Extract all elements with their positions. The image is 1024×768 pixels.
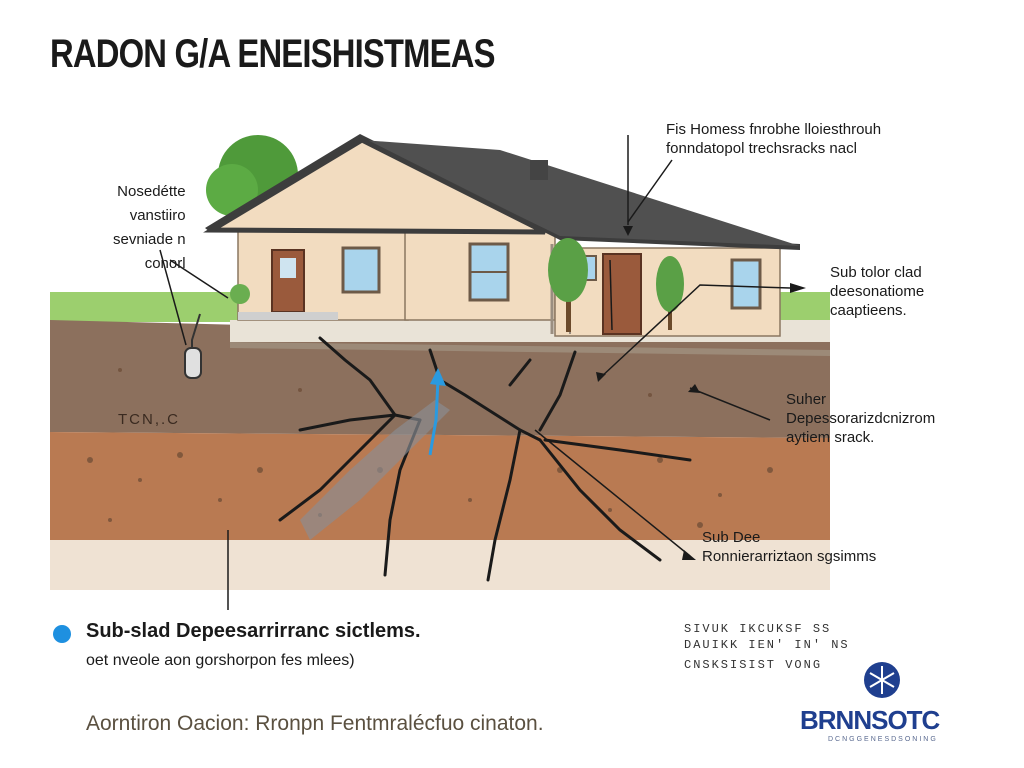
porch-step — [238, 312, 338, 320]
label-slab: Sub tolor clad deesonatiome caaptieens. — [830, 264, 925, 319]
legend-subtitle: oet nveole aon gorshorpon fes mlees) — [86, 652, 355, 669]
label-soil-layer: TCN,.C — [118, 411, 180, 428]
label-entry-points: Fis Homess fnrobhe lloiesthrouh fonndato… — [666, 121, 882, 157]
caption: Aorntiron Oacion: Rronpn Fentmralécfuo c… — [86, 712, 544, 735]
label-depressurization: Suher Depessorarizdcnizrom aytiem srack. — [786, 391, 936, 446]
roof-main — [362, 140, 800, 246]
label-sensor: Nosedétte vanstiiro sevniade n conorl — [113, 183, 186, 272]
roof-gable — [203, 137, 547, 235]
legend-dot — [53, 625, 71, 643]
label-subsoil: Sub Dee Ronnierarriztaon sgsimms — [702, 529, 877, 565]
chimney — [530, 160, 548, 180]
slab-shadow — [230, 342, 830, 356]
diagram-title: RADON G/A ENEISHISTMEAS — [50, 32, 495, 76]
legend-title: Sub-slad Depeesarrirranc sictlems. — [86, 620, 421, 642]
shrub-center — [548, 238, 588, 332]
snowflake-icon — [864, 662, 900, 698]
house-wall-left — [237, 229, 409, 321]
small-bush — [230, 284, 250, 304]
side-text-3: CNSKSISIST VONG — [684, 658, 823, 672]
door-right — [602, 253, 642, 335]
window-left — [341, 246, 381, 294]
subsoil-fade — [50, 540, 830, 590]
shrub-right — [656, 256, 684, 330]
leader-lines — [159, 135, 791, 610]
window-right — [730, 258, 762, 310]
gas-flow-arrow — [428, 368, 446, 456]
lower-soil-layer — [50, 432, 830, 540]
radon-sensor — [184, 313, 202, 379]
radon-gas-plume — [300, 400, 450, 540]
side-text-1: SIVUK IKCUKSF SS — [684, 622, 832, 636]
logo-tagline: DCNGGENESDSONING — [828, 736, 938, 743]
arrowheads — [596, 226, 806, 560]
logo-name: BRNNSOTC — [800, 705, 940, 735]
side-text-2: DAUIKK IEN' IN' NS — [684, 638, 850, 652]
